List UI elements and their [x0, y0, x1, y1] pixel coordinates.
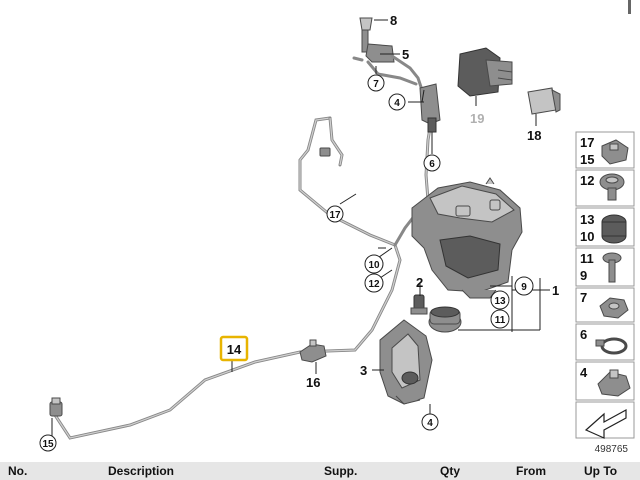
reservoir-tank-1[interactable]	[411, 177, 523, 299]
callout-17[interactable]: 17	[326, 205, 344, 223]
svg-text:9: 9	[580, 268, 587, 283]
callout-4-bottom[interactable]: 4	[421, 413, 439, 431]
callout-4-top[interactable]: 4	[388, 93, 406, 111]
heater-cable-assembly[interactable]	[352, 17, 441, 133]
svg-text:7: 7	[580, 290, 587, 305]
svg-text:13: 13	[580, 212, 594, 227]
svg-text:17: 17	[329, 210, 341, 221]
svg-text:4: 4	[427, 418, 433, 429]
callouts-plain: 8 5 19 18 1 2 3 16	[306, 13, 559, 390]
svg-text:12: 12	[368, 279, 380, 290]
svg-text:6: 6	[429, 159, 435, 170]
svg-text:7: 7	[373, 79, 379, 90]
callout-2[interactable]: 2	[416, 275, 423, 290]
callout-10[interactable]: 10	[364, 254, 384, 274]
legend-item-12[interactable]: 12	[580, 173, 625, 201]
svg-text:15: 15	[580, 152, 594, 167]
callout-15[interactable]: 15	[39, 434, 57, 452]
callout-9[interactable]: 9	[514, 276, 534, 296]
parts-table-header: No. Description Supp. Qty From Up To	[0, 462, 640, 480]
col-header-description[interactable]: Description	[108, 464, 175, 478]
callout-1[interactable]: 1	[552, 283, 559, 298]
clip-part-16[interactable]	[299, 339, 327, 363]
legend-item-11-9[interactable]: 11 9	[580, 251, 622, 283]
col-header-quantity[interactable]: Qty	[440, 464, 461, 478]
legend-item-4[interactable]: 4	[580, 365, 631, 397]
svg-text:9: 9	[521, 282, 527, 293]
bracket-part-3[interactable]	[379, 319, 433, 405]
callout-8[interactable]: 8	[390, 13, 397, 28]
col-header-supplement[interactable]: Supp.	[324, 464, 358, 478]
col-header-up-to[interactable]: Up To	[584, 464, 618, 478]
callout-3[interactable]: 3	[360, 363, 367, 378]
callout-16[interactable]: 16	[306, 375, 320, 390]
legend-item-6[interactable]: 6	[580, 327, 628, 355]
legend-item-13-10[interactable]: 13 10	[580, 212, 627, 244]
callouts-circled: 7 4 6 17 10 12 9 13	[39, 74, 534, 452]
callout-13[interactable]: 13	[490, 290, 510, 310]
diagram-number: 498765	[595, 444, 629, 455]
scrollbar-thumb[interactable]	[628, 0, 631, 14]
callout-7[interactable]: 7	[367, 74, 385, 92]
legend-item-7[interactable]: 7	[580, 290, 629, 319]
callout-5[interactable]: 5	[402, 47, 409, 62]
svg-text:11: 11	[495, 315, 506, 326]
svg-text:4: 4	[394, 98, 400, 109]
svg-text:6: 6	[580, 327, 587, 342]
legend-column: 17 15 12 13 10 11 9 7	[575, 131, 635, 455]
callout-14-highlighted[interactable]: 14	[219, 335, 249, 362]
callout-12[interactable]: 12	[364, 273, 384, 293]
svg-text:13: 13	[494, 296, 506, 307]
callout-19[interactable]: 19	[470, 111, 484, 126]
svg-text:10: 10	[368, 260, 380, 271]
valve-part-2[interactable]	[410, 294, 428, 315]
callout-18[interactable]: 18	[527, 128, 541, 143]
svg-text:4: 4	[580, 365, 588, 380]
callout-11[interactable]: 11	[490, 309, 510, 329]
pump-module-13[interactable]	[428, 306, 462, 333]
clip-part-17[interactable]	[319, 147, 331, 157]
callout-6[interactable]: 6	[423, 154, 441, 172]
parts-diagram: 8 5 19 18 1 2 3 16 7 4 6 17 10	[39, 13, 635, 455]
svg-text:15: 15	[42, 439, 54, 450]
sensor-part-15[interactable]	[49, 397, 63, 417]
svg-text:11: 11	[580, 251, 594, 266]
svg-text:14: 14	[227, 342, 242, 357]
legend-item-17-15[interactable]: 17 15	[580, 135, 629, 167]
col-header-number[interactable]: No.	[8, 464, 28, 478]
svg-text:17: 17	[580, 135, 594, 150]
col-header-from[interactable]: From	[516, 464, 546, 478]
svg-text:12: 12	[580, 173, 594, 188]
connector-plug-18[interactable]	[527, 87, 561, 115]
svg-text:10: 10	[580, 229, 594, 244]
arrow-icon	[584, 408, 627, 439]
control-unit-19[interactable]	[457, 47, 513, 97]
